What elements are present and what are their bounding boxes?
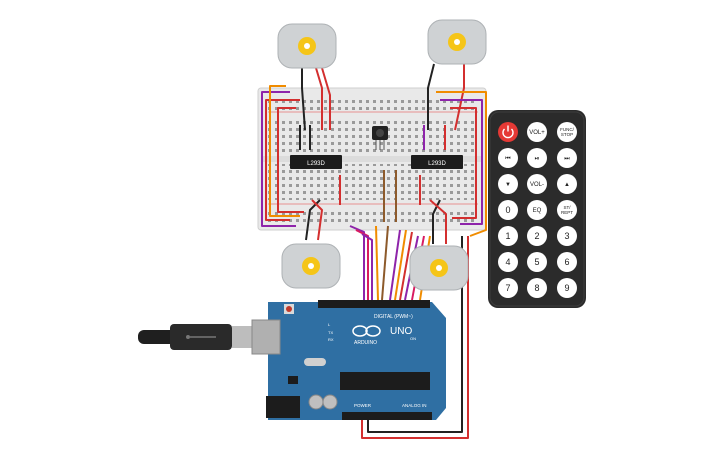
chip-label-right: L293D [428, 161, 446, 167]
remote-button-label: ⏮ [505, 156, 511, 162]
remote-button-play-pause[interactable]: ⏯ [527, 148, 547, 168]
ir-receiver [372, 126, 388, 150]
remote-button-label: 3 [564, 231, 569, 241]
remote-button-label: ⏭ [564, 156, 570, 162]
remote-button-vol-up[interactable]: VOL+ [527, 122, 547, 142]
usb-cable [138, 324, 258, 350]
power-icon [502, 125, 514, 139]
remote-button-eq[interactable]: EQ [527, 200, 547, 220]
remote-button-label: FUNC/STOP [560, 127, 574, 137]
remote-button-label: ⏯ [535, 156, 540, 162]
remote-button-label: ST/REPT [561, 205, 573, 215]
remote-button-digit-1[interactable]: 1 [498, 226, 518, 246]
tx-led-label: TX [328, 330, 333, 335]
analog-header-label: ANALOG IN [402, 403, 427, 408]
remote-button-label: 1 [505, 231, 510, 241]
remote-button-label: ▼ [505, 182, 511, 188]
dc-motor-bottom-right [409, 245, 469, 291]
remote-button-grid: VOL+ FUNC/STOP ⏮ ⏯ ⏭ ▼ VOL- ▲ 0 EQ ST/REPT 1 2 3 4 5 6 7 8… [498, 122, 577, 298]
remote-power-button[interactable] [498, 122, 518, 142]
remote-button-label: VOL+ [529, 130, 545, 136]
remote-button-label: ▲ [564, 182, 570, 188]
rx-led-label: RX [328, 337, 334, 342]
power-header-label: POWER [354, 403, 372, 408]
remote-button-label: 8 [534, 283, 539, 293]
dc-motor-bottom-left [281, 243, 341, 289]
motor-driver-chip-left: L293D [290, 155, 342, 169]
remote-button-vol-down[interactable]: VOL- [527, 174, 547, 194]
remote-button-digit-5[interactable]: 5 [527, 252, 547, 272]
remote-button-label: VOL- [530, 182, 544, 188]
arduino-logo [352, 325, 381, 337]
l-led-label: L [328, 322, 331, 327]
digital-header-label: DIGITAL (PWM~) [374, 314, 413, 320]
remote-button-digit-3[interactable]: 3 [557, 226, 577, 246]
remote-button-label: 7 [505, 283, 510, 293]
remote-button-digit-8[interactable]: 8 [527, 278, 547, 298]
remote-button-prev[interactable]: ⏮ [498, 148, 518, 168]
arduino-model-label: UNO [390, 326, 412, 337]
remote-button-label: 9 [564, 283, 569, 293]
wires [261, 63, 487, 439]
remote-button-down[interactable]: ▼ [498, 174, 518, 194]
remote-button-func-stop[interactable]: FUNC/STOP [557, 122, 577, 142]
usb-icon [186, 335, 216, 339]
remote-button-label: 0 [505, 205, 510, 215]
motor-driver-chip-right: L293D [411, 155, 463, 169]
remote-button-digit-9[interactable]: 9 [557, 278, 577, 298]
remote-button-label: 2 [534, 231, 539, 241]
remote-button-next[interactable]: ⏭ [557, 148, 577, 168]
remote-button-st-rept[interactable]: ST/REPT [557, 200, 577, 220]
arduino-uno-board: UNO ARDUINO DIGITAL (PWM~) POWER ANALOG … [251, 300, 446, 420]
remote-button-label: 4 [505, 257, 510, 267]
dc-motor-top-right [427, 19, 487, 65]
remote-button-label: 6 [564, 257, 569, 267]
remote-button-label: 5 [534, 257, 539, 267]
remote-button-digit-4[interactable]: 4 [498, 252, 518, 272]
on-led-label: ON [410, 336, 416, 341]
remote-button-up[interactable]: ▲ [557, 174, 577, 194]
dc-motor-top-left [277, 23, 337, 69]
remote-button-digit-7[interactable]: 7 [498, 278, 518, 298]
remote-button-digit-0[interactable]: 0 [498, 200, 518, 220]
chip-label-left: L293D [307, 161, 325, 167]
remote-button-digit-6[interactable]: 6 [557, 252, 577, 272]
remote-button-label: EQ [533, 208, 542, 214]
remote-button-digit-2[interactable]: 2 [527, 226, 547, 246]
arduino-brand-label: ARDUINO [354, 340, 377, 346]
